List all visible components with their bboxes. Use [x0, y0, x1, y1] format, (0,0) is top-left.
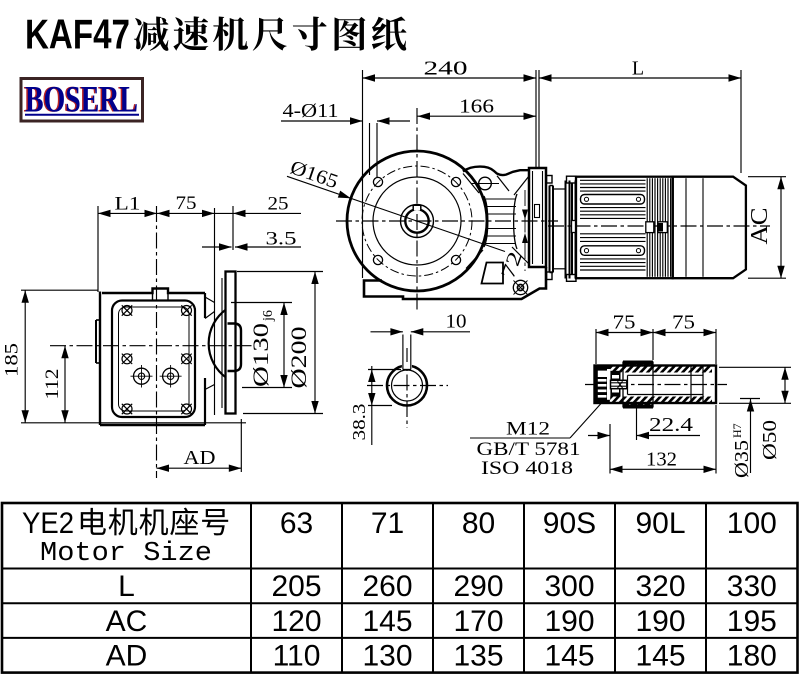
- svg-text:Ø130: Ø130: [248, 323, 273, 387]
- svg-text:BOSERL: BOSERL: [25, 79, 138, 120]
- svg-text:195: 195: [727, 605, 777, 638]
- svg-text:75: 75: [176, 193, 197, 214]
- svg-text:130: 130: [362, 640, 412, 673]
- svg-text:L: L: [118, 570, 135, 603]
- svg-text:L: L: [632, 58, 644, 80]
- svg-text:170: 170: [453, 605, 503, 638]
- svg-text:71: 71: [371, 507, 404, 540]
- svg-text:AC: AC: [747, 208, 773, 245]
- svg-text:3.5: 3.5: [266, 229, 297, 250]
- svg-text:10: 10: [446, 311, 467, 333]
- svg-text:320: 320: [635, 570, 685, 603]
- svg-text:205: 205: [271, 570, 321, 603]
- svg-text:H7: H7: [730, 423, 744, 438]
- svg-text:90S: 90S: [543, 507, 596, 540]
- svg-text:112: 112: [42, 369, 63, 400]
- svg-text:260: 260: [362, 570, 412, 603]
- svg-text:190: 190: [635, 605, 685, 638]
- svg-text:180: 180: [727, 640, 777, 673]
- svg-text:100: 100: [727, 507, 777, 540]
- svg-text:Ø200: Ø200: [286, 327, 311, 389]
- svg-text:300: 300: [544, 570, 594, 603]
- svg-text:135: 135: [453, 640, 503, 673]
- svg-text:63: 63: [280, 507, 313, 540]
- svg-text:145: 145: [635, 640, 685, 673]
- svg-text:GB/T 5781: GB/T 5781: [477, 439, 581, 460]
- svg-text:KAF47: KAF47: [25, 11, 130, 58]
- svg-text:L1: L1: [115, 194, 141, 215]
- svg-text:90L: 90L: [635, 507, 685, 540]
- svg-text:4-Ø11: 4-Ø11: [283, 100, 339, 122]
- svg-text:22.4: 22.4: [649, 414, 693, 436]
- svg-text:132: 132: [646, 449, 677, 471]
- svg-text:240: 240: [424, 58, 468, 80]
- svg-text:185: 185: [2, 343, 23, 377]
- svg-text:75: 75: [613, 312, 636, 334]
- svg-text:120: 120: [271, 605, 321, 638]
- svg-text:j6: j6: [261, 310, 276, 322]
- svg-text:330: 330: [727, 570, 777, 603]
- svg-text:AC: AC: [106, 605, 148, 638]
- svg-text:Ø50: Ø50: [759, 420, 781, 460]
- svg-text:145: 145: [544, 640, 594, 673]
- svg-text:Ø35: Ø35: [731, 440, 753, 478]
- svg-text:145: 145: [362, 605, 412, 638]
- svg-text:110: 110: [273, 640, 321, 673]
- svg-text:75: 75: [672, 312, 695, 334]
- svg-text:M12: M12: [506, 419, 550, 440]
- svg-text:BOSERL: BOSERL: [24, 79, 137, 120]
- svg-text:80: 80: [462, 507, 495, 540]
- svg-text:AD: AD: [184, 447, 216, 469]
- svg-text:ISO 4018: ISO 4018: [481, 458, 573, 479]
- svg-text:Motor Size: Motor Size: [40, 539, 212, 569]
- svg-text:190: 190: [544, 605, 594, 638]
- svg-text:38.3: 38.3: [349, 404, 369, 441]
- svg-text:25: 25: [268, 194, 289, 215]
- svg-text:166: 166: [459, 96, 494, 118]
- svg-text:290: 290: [453, 570, 503, 603]
- svg-text:AD: AD: [106, 640, 148, 673]
- svg-text:YE2: YE2: [22, 507, 74, 540]
